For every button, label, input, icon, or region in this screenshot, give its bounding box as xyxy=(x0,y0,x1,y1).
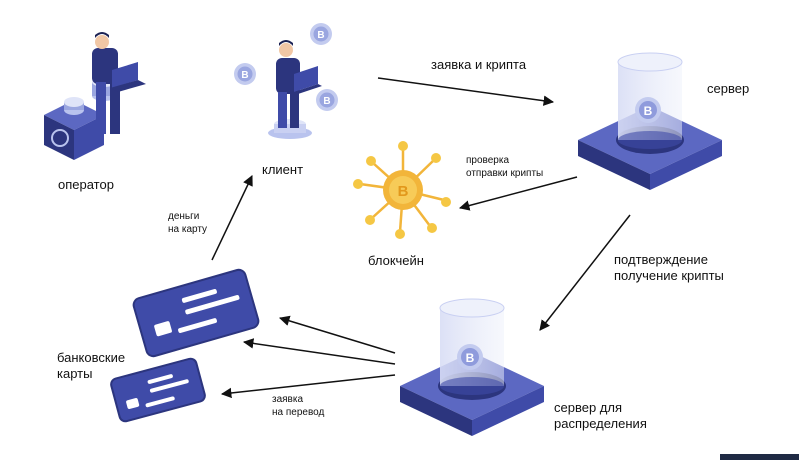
arrow-distribution-to-card-2 xyxy=(242,338,396,365)
svg-text:B: B xyxy=(398,183,409,200)
distribution-server-label: сервер для распределения xyxy=(554,400,647,432)
check-crypto-label: проверка отправки крипты xyxy=(466,155,544,179)
blockchain-icon: B xyxy=(353,141,451,239)
svg-text:B: B xyxy=(241,70,248,81)
money-to-card-label: деньги на карту xyxy=(168,211,208,235)
arrow-distribution-to-card-1 xyxy=(278,315,396,354)
operator-label: оператор xyxy=(58,177,114,192)
bottom-edge-bar xyxy=(720,454,799,460)
coin-icon: B xyxy=(316,89,338,111)
request-crypto-label: заявка и крипта xyxy=(431,57,527,72)
bank-cards-label: банковские карты xyxy=(57,350,126,382)
flow-arrows xyxy=(211,77,631,399)
coin-icon: B xyxy=(310,23,332,45)
arrow-distribution-to-card-3 xyxy=(220,374,396,399)
arrow-server-to-distribution xyxy=(539,214,631,331)
bank-card-icon xyxy=(132,268,260,358)
blockchain-label: блокчейн xyxy=(368,253,424,268)
svg-text:B: B xyxy=(317,30,324,41)
svg-text:B: B xyxy=(323,96,330,107)
safe-dial-icon xyxy=(51,129,69,147)
arrow-client-to-server xyxy=(377,77,555,106)
bank-card-icon xyxy=(110,357,206,423)
distribution-server-illustration: B xyxy=(400,298,544,436)
transfer-request-label: заявка на перевод xyxy=(272,394,325,418)
arrow-server-to-blockchain xyxy=(458,176,578,211)
coin-icon: B xyxy=(457,344,483,370)
coin-icon: B xyxy=(234,63,256,85)
operator-illustration xyxy=(44,32,146,160)
server-label: сервер xyxy=(707,81,750,96)
arrow-cards-to-client xyxy=(211,175,253,261)
svg-text:B: B xyxy=(466,351,475,365)
coin-icon: B xyxy=(635,97,661,123)
client-label: клиент xyxy=(262,162,304,177)
client-illustration: B B B xyxy=(234,23,338,139)
svg-text:B: B xyxy=(644,104,653,118)
confirm-label: подтверждение получение крипты xyxy=(614,252,724,284)
server-illustration: B xyxy=(578,52,722,190)
